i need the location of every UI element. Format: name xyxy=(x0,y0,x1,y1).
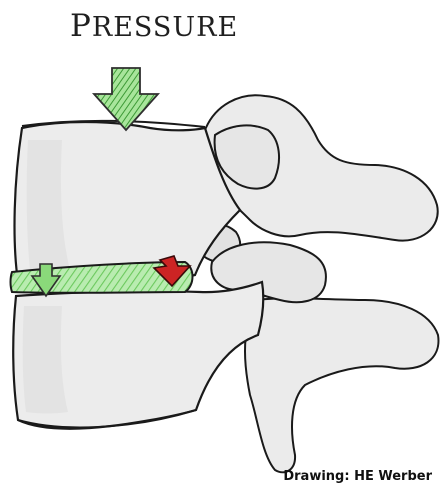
lower-spinous-process xyxy=(245,298,438,472)
drawing-credit: Drawing: HE Werber xyxy=(283,469,432,484)
lower-vertebral-body xyxy=(13,282,263,429)
upper-vertebra-processes xyxy=(196,95,438,262)
lower-body-shading xyxy=(23,306,68,414)
lower-vertebra-processes xyxy=(211,242,438,472)
upper-vertebral-body xyxy=(15,121,240,285)
